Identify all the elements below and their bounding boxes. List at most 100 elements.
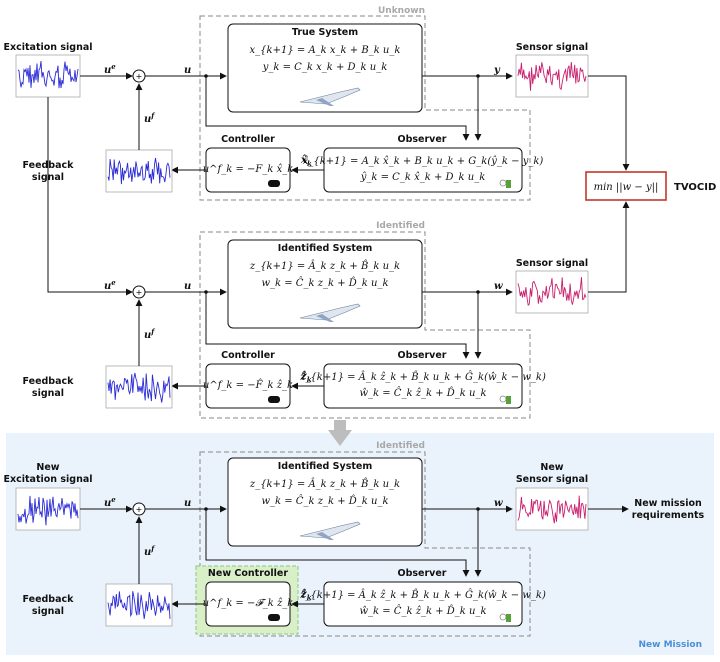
controller-block-1: u^f_k = −F_k x̂_k [203,147,294,193]
ue-symbol-3: ue [104,495,116,509]
svg-text:w_k = Ĉ_k z_k + D̂_k u_k: w_k = Ĉ_k z_k + D̂_k u_k [261,495,388,507]
transition-arrow [328,420,352,446]
unknown-label: Unknown [378,6,425,16]
gamepad-icon-3 [268,614,280,621]
observer-title-3: Observer [398,568,447,579]
observer-title-2: Observer [398,350,447,361]
identified-region-2 [199,451,531,637]
new-mission-req-b: requirements [632,510,705,521]
svg-text:ŵ_k = Ĉ_k ẑ_k + D̂_k u_k: ŵ_k = Ĉ_k ẑ_k + D̂_k u_k [359,387,486,399]
feedback-label-2a: Feedback [23,376,75,387]
new-controller-title: New Controller [208,568,288,579]
tvocid-block: min ||w − y|| [585,171,667,201]
true-system-block: True System x_{k+1} = A_k x_k + B_k u_k … [227,23,423,113]
excitation-signal-plot [15,54,81,98]
u-symbol-1: u [184,65,191,76]
new-mission-label: New Mission [638,640,702,650]
u-symbol-2: u [184,281,191,292]
feedback-signal-plot-1 [105,149,173,193]
sensor-signal-plot-1 [515,54,589,98]
observer-title-1: Observer [398,134,447,145]
svg-text:+: + [136,288,143,297]
svg-text:ŷ_k = C_k x̂_k + D_k u_k: ŷ_k = C_k x̂_k + D_k u_k [360,172,486,183]
svg-text:z_{k+1} = Â_k z_k + B̂_k u_k: z_{k+1} = Â_k z_k + B̂_k u_k [249,260,400,272]
w-to-tvocid [588,201,630,293]
ue-symbol-1: ue [104,62,116,76]
new-excitation-label-a: New [36,462,59,473]
zhat-symbol-1: ẑk [300,371,312,384]
sum-junction-2: + [132,285,146,299]
sensor-signal-label-2: Sensor signal [516,258,588,269]
uf-symbol-3: uf [144,544,156,558]
u-to-observer-3 [205,509,470,577]
unknown-region [199,15,531,201]
y-to-tvocid [588,75,630,171]
excitation-signal-label: Excitation signal [4,42,93,53]
new-excitation-label-b: Excitation signal [4,474,93,485]
identified-label-1: Identified [376,221,425,231]
svg-text:x_{k+1} = A_k x_k + B_k u_k: x_{k+1} = A_k x_k + B_k u_k [250,45,401,56]
sum-junction-3: + [132,502,146,516]
aircraft-icon-1 [299,87,361,106]
new-sensor-signal-plot [515,487,589,531]
gamepad-icon-2 [268,396,280,403]
observer-icon-2 [499,395,511,404]
new-sensor-label-a: New [540,462,563,473]
svg-text:+: + [136,505,143,514]
svg-text:ẑ_{k+1} = Â_k ẑ_k + B̂_k u_k +: ẑ_{k+1} = Â_k ẑ_k + B̂_k u_k + Ĝ_k(ŵ_k −… [299,589,546,601]
feedback-signal-plot-2 [105,365,173,409]
new-mission-req-a: New mission [634,498,702,509]
controller-title-2: Controller [221,350,275,361]
w-symbol-1: w [494,281,503,292]
svg-text:u^f_k = −F̂_k ẑ_k: u^f_k = −F̂_k ẑ_k [203,379,293,391]
gamepad-icon-1 [268,180,280,187]
identified-system-block-1: Identified System z_{k+1} = Â_k z_k + B̂… [227,239,423,329]
y-symbol-1: y [493,65,501,76]
ue-line-2 [47,97,133,296]
svg-text:x̂_{k+1} = A_k x̂_k + B_k u_k: x̂_{k+1} = A_k x̂_k + B_k u_k + G_k(ŷ_k … [303,156,544,167]
controller-block-2: u^f_k = −F̂_k ẑ_k [203,363,293,409]
svg-text:True System: True System [292,27,358,38]
identified-system-block-2: Identified System z_{k+1} = Â_k z_k + B̂… [227,457,423,547]
feedback-label-3b: signal [32,606,64,617]
observer-block-1: x̂_{k+1} = A_k x̂_k + B_k u_k + G_k(ŷ_k … [303,147,544,193]
u-symbol-3: u [184,498,191,509]
new-controller-block: u^f_k = −𝓕_k ẑ_k [203,581,294,627]
svg-text:u^f_k = −𝓕_k ẑ_k: u^f_k = −𝓕_k ẑ_k [203,598,294,609]
observer-icon-1 [499,179,511,188]
observer-block-2: ẑ_{k+1} = Â_k ẑ_k + B̂_k u_k + Ĝ_k(ŵ_k −… [299,363,546,409]
svg-text:y_k = C_k x_k + D_k u_k: y_k = C_k x_k + D_k u_k [262,62,388,73]
new-sensor-label-b: Sensor signal [516,474,588,485]
svg-text:Identified System: Identified System [278,243,373,254]
svg-text:min ||w − y||: min ||w − y|| [594,182,659,193]
aircraft-icon-2 [299,303,361,322]
zhat-symbol-2: ẑk [300,589,312,602]
tvocid-label: TVOCID [674,182,716,193]
feedback-label-3a: Feedback [23,594,75,605]
svg-text:Identified System: Identified System [278,461,373,472]
svg-text:+: + [136,72,143,81]
controller-title-1: Controller [221,134,275,145]
observer-block-3: ẑ_{k+1} = Â_k ẑ_k + B̂_k u_k + Ĝ_k(ŵ_k −… [299,581,546,627]
feedback-label-2b: signal [32,388,64,399]
svg-text:ẑ_{k+1} = Â_k ẑ_k + B̂_k u_k +: ẑ_{k+1} = Â_k ẑ_k + B̂_k u_k + Ĝ_k(ŵ_k −… [299,371,546,383]
sensor-signal-plot-2 [515,270,589,314]
sensor-signal-label-1: Sensor signal [516,42,588,53]
u-to-observer-2 [205,292,470,359]
svg-text:ŵ_k = Ĉ_k ẑ_k + D̂_k u_k: ŵ_k = Ĉ_k ẑ_k + D̂_k u_k [359,605,486,617]
svg-text:u^f_k = −F_k x̂_k: u^f_k = −F_k x̂_k [203,164,294,175]
uf-symbol-1: uf [144,111,156,125]
observer-icon-3 [499,613,511,622]
xhat-symbol: x̂k [300,155,312,168]
sum-junction-1: + [132,69,146,83]
aircraft-icon-3 [299,521,361,540]
w-symbol-2: w [494,498,503,509]
ue-symbol-2: ue [104,278,116,292]
identified-label-2: Identified [376,441,425,451]
new-excitation-signal-plot [15,487,81,531]
svg-text:z_{k+1} = Â_k z_k + B̂_k u_k: z_{k+1} = Â_k z_k + B̂_k u_k [249,478,400,490]
feedback-signal-plot-3 [105,583,173,627]
uf-symbol-2: uf [144,327,156,341]
svg-text:w_k = Ĉ_k z_k + D̂_k u_k: w_k = Ĉ_k z_k + D̂_k u_k [261,277,388,289]
